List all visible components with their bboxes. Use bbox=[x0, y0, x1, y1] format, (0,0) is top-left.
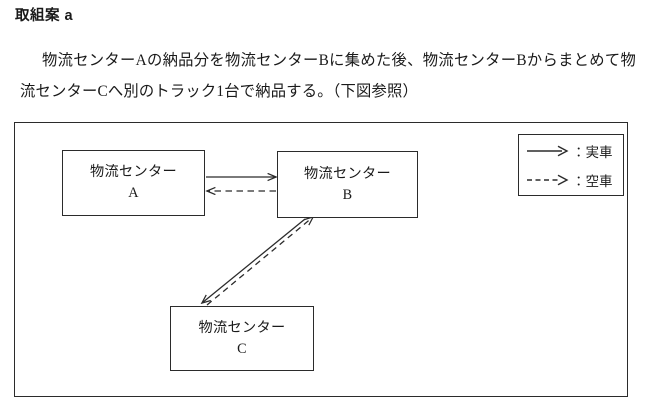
legend-row-loaded: ：実車 bbox=[519, 136, 623, 165]
node-logistics-center-a[interactable]: 物流センター A bbox=[62, 150, 205, 216]
node-c-label-line2: C bbox=[237, 340, 247, 357]
legend: ：実車 ：空車 bbox=[518, 134, 624, 196]
dashed-arrow-icon bbox=[527, 174, 569, 185]
node-a-label-line2: A bbox=[128, 185, 139, 201]
node-logistics-center-b[interactable]: 物流センター B bbox=[277, 151, 418, 218]
page-title: 取組案 a bbox=[15, 8, 74, 24]
node-b-label-line2: B bbox=[342, 186, 353, 203]
legend-row-empty: ：空車 bbox=[519, 165, 623, 194]
node-logistics-center-c[interactable]: 物流センター C bbox=[170, 306, 314, 371]
diagram-connectors bbox=[15, 123, 629, 306]
node-b-label-line1: 物流センター bbox=[304, 165, 391, 182]
edge-c-to-b-dashed bbox=[206, 217, 313, 306]
plan-description-text: 物流センターAの納品分を物流センターBに集めた後、物流センターBからまとめて物流… bbox=[20, 52, 636, 101]
legend-label-loaded: ：実車 bbox=[572, 144, 613, 160]
diagram-frame: 物流センター A 物流センター B 物流センター C ：実車 ：空車 bbox=[14, 122, 628, 397]
edge-b-to-c-solid bbox=[202, 218, 306, 303]
solid-arrow-icon bbox=[527, 145, 569, 156]
node-a-label-line1: 物流センター bbox=[90, 164, 177, 180]
legend-label-empty: ：空車 bbox=[572, 173, 613, 189]
node-c-label-line1: 物流センター bbox=[198, 319, 286, 336]
